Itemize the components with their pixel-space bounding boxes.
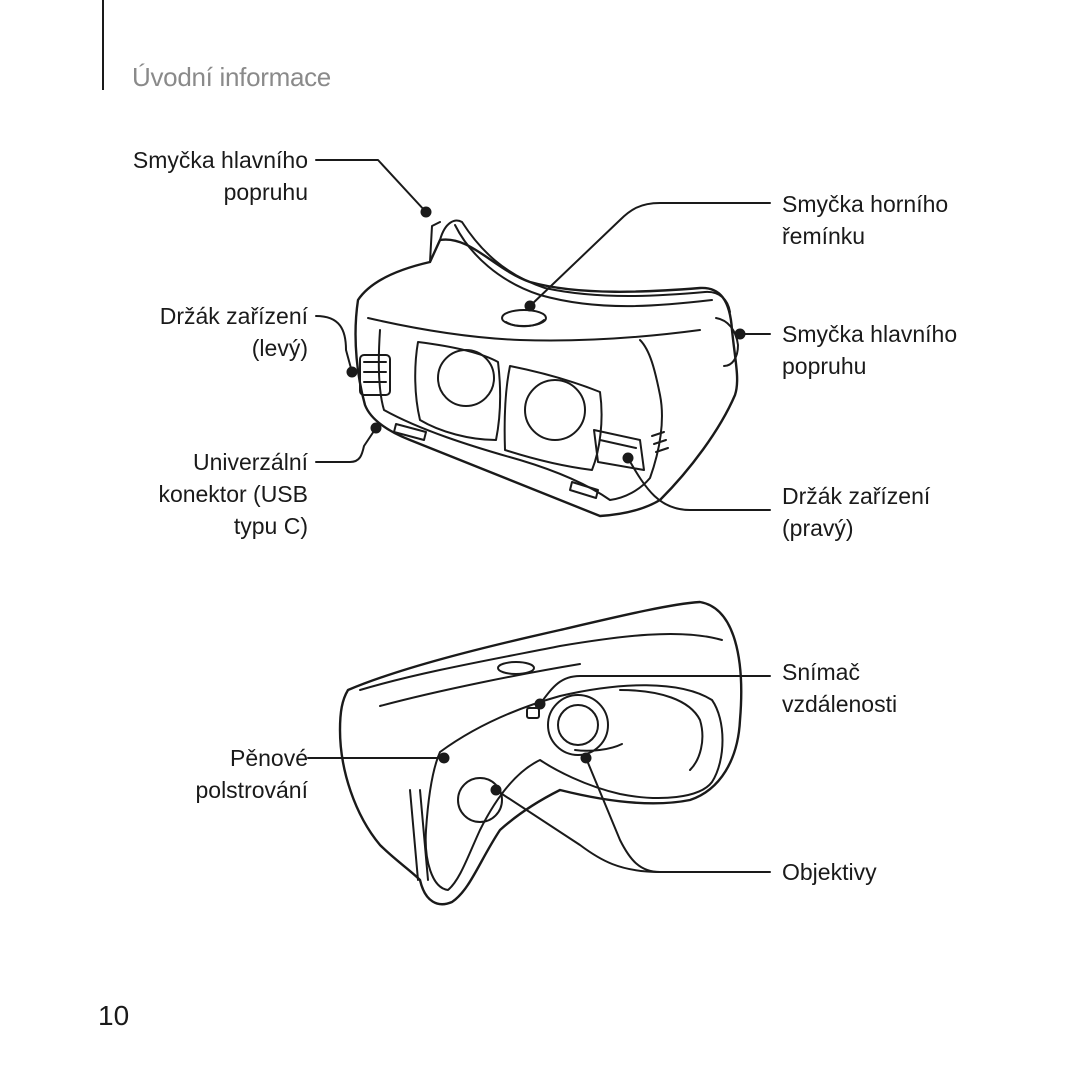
leader-dot-foam	[440, 754, 449, 763]
label-line: popruhu	[223, 179, 308, 205]
leader-dot-top-strap	[526, 302, 535, 311]
label-usb-connector: Univerzální konektor (USB typu C)	[158, 446, 308, 542]
label-line: Smyčka hlavního	[132, 147, 308, 173]
label-line: Držák zařízení	[159, 303, 308, 329]
leader-lenses-a	[586, 758, 770, 872]
leader-holder-left	[316, 316, 352, 372]
leader-dot-usb	[372, 424, 381, 433]
leader-holder-right	[628, 458, 770, 510]
leader-lines	[308, 160, 770, 872]
label-lenses: Objektivy	[782, 856, 877, 888]
leader-dot-holder-right	[624, 454, 633, 463]
label-line: Univerzální	[192, 449, 308, 475]
leader-dot-holder-left	[348, 368, 357, 377]
leader-main-strap-left	[316, 160, 426, 212]
label-line: vzdálenosti	[782, 691, 898, 717]
label-foam-cushioning: Pěnové polstrování	[195, 742, 308, 806]
label-device-holder-right: Držák zařízení (pravý)	[782, 480, 930, 544]
label-device-holder-left: Držák zařízení (levý)	[160, 300, 308, 364]
leader-dot-lens-a	[582, 754, 591, 763]
label-line: Držák zařízení	[782, 483, 931, 509]
leader-dot-sensor	[536, 700, 545, 709]
label-proximity-sensor: Snímač vzdálenosti	[782, 656, 897, 720]
label-line: typu C)	[233, 513, 308, 539]
leader-lenses-b	[496, 790, 660, 872]
page-number: 10	[98, 1000, 130, 1031]
leader-dot-lens-b	[492, 786, 501, 795]
headset-rear-view	[340, 602, 741, 904]
label-line: Smyčka horního	[782, 191, 949, 217]
label-main-strap-loop-left: Smyčka hlavního popruhu	[133, 144, 308, 208]
leader-dot-main-strap-left	[422, 208, 431, 217]
label-line: Snímač	[782, 659, 860, 685]
header-rule	[102, 0, 104, 90]
leader-dot-main-strap-right	[736, 330, 745, 339]
label-line: (levý)	[251, 335, 308, 361]
label-line: popruhu	[782, 353, 867, 379]
section-title: Úvodní informace	[132, 62, 331, 92]
leader-usb	[316, 428, 376, 462]
label-top-strap-loop: Smyčka horního řemínku	[782, 188, 948, 252]
label-line: konektor (USB	[158, 481, 308, 507]
label-line: polstrování	[195, 777, 308, 803]
label-line: (pravý)	[782, 515, 854, 541]
label-line: Pěnové	[229, 745, 308, 771]
leader-top-strap	[530, 203, 770, 306]
label-line: Smyčka hlavního	[782, 321, 958, 347]
headset-front-view	[356, 221, 738, 516]
label-main-strap-loop-right: Smyčka hlavního popruhu	[782, 318, 957, 382]
leader-sensor	[540, 676, 770, 704]
label-line: Objektivy	[782, 859, 877, 885]
label-line: řemínku	[782, 223, 866, 249]
